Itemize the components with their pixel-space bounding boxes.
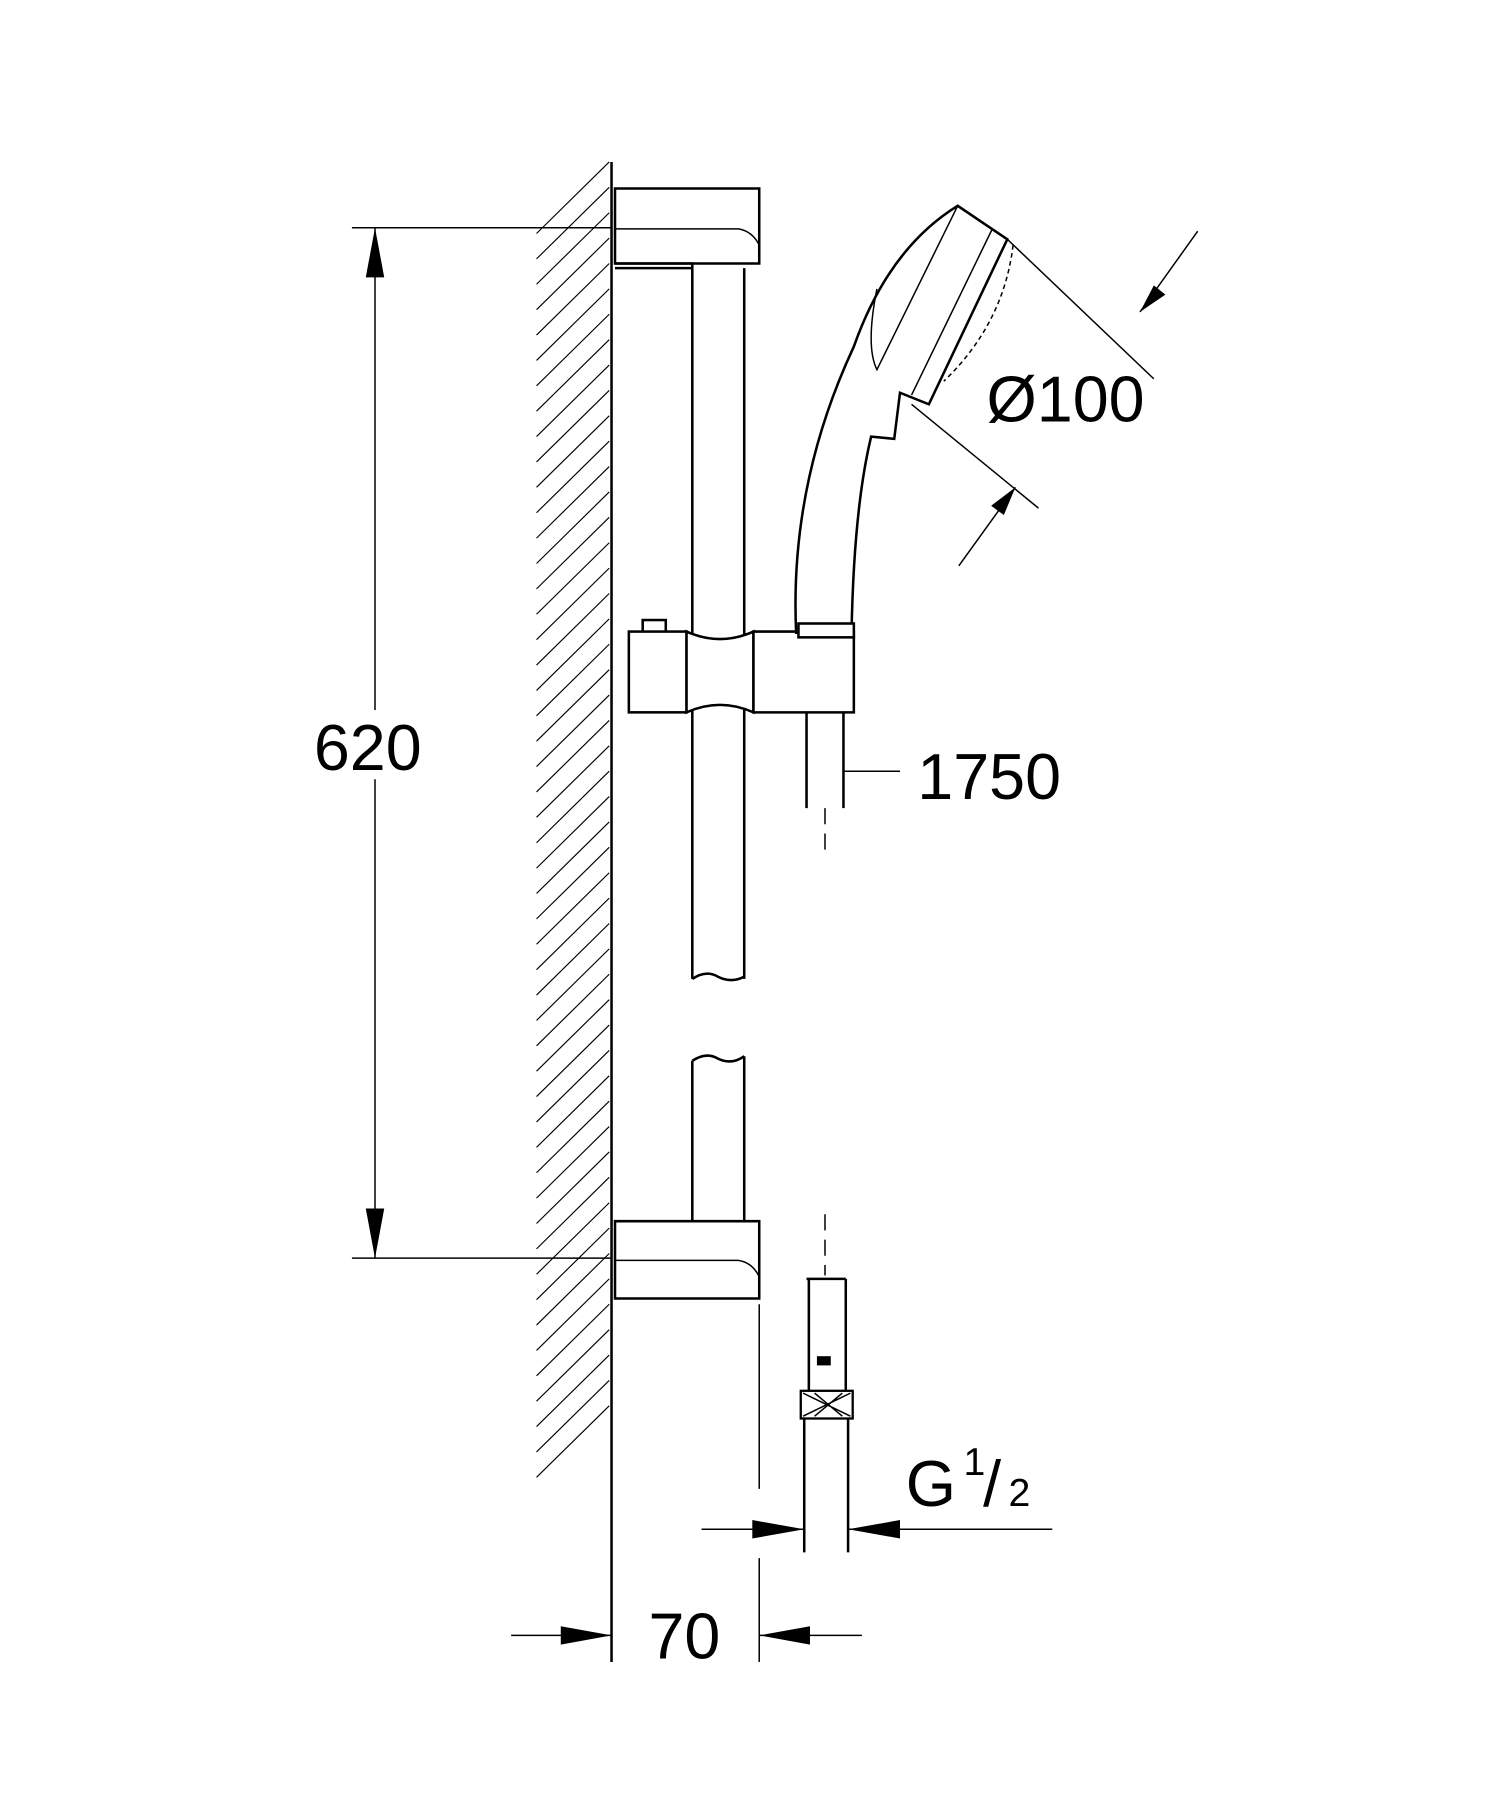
hatch-line [536,846,610,920]
top-wall-bracket [613,187,761,265]
hatch-line [536,1100,610,1174]
hose-upper [805,712,845,855]
hatch-line [536,288,610,361]
hatch-line [536,542,610,615]
hand-shower [794,204,1014,639]
hatch-line [536,694,610,767]
hatch-line [536,593,610,666]
bottom-wall-bracket [613,1219,761,1300]
hatch-line [536,770,610,844]
hatch-line [536,1405,610,1478]
hatch-line [536,1151,610,1224]
hatch-line [536,1380,610,1453]
hatch-line [536,313,610,387]
hatch-line [536,237,610,311]
hatch-line [536,1202,610,1275]
hatch-line [536,415,610,488]
wall-offset-label: 70 [648,1600,720,1672]
hatch-line [536,1354,610,1427]
hatch-line [536,1227,610,1301]
hatch-line [536,948,610,1021]
hatch-line [536,923,610,996]
hose-length-label: 1750 [917,741,1061,813]
head-diameter-dimension [911,230,1199,567]
hatch-line [536,669,610,742]
hatch-line [536,1176,610,1250]
thread-label-denominator: 2 [1008,1471,1030,1515]
hatch-line [536,821,610,894]
hatch-line [536,1126,610,1199]
hatch-line [536,339,610,412]
hatch-line [536,212,610,285]
hatch-line [536,1050,610,1123]
hatch-line [536,720,610,793]
hatch-line [536,999,610,1072]
wall-offset-dimension [511,1304,862,1662]
slide-rail [615,262,746,1224]
hatch-line [536,491,610,564]
hatch-line [536,161,610,234]
hatch-line [536,1253,610,1326]
thread-dimension [701,1520,1053,1539]
rail-slider-holder [627,618,856,715]
head-diameter-label: Ø100 [987,364,1145,436]
thread-label-numerator: 1 [963,1440,985,1484]
hatch-line [536,1278,610,1351]
hatch-line [536,440,610,514]
thread-label-main: G [906,1448,956,1520]
wall-hatching [536,161,610,1478]
rail-length-label: 620 [314,712,422,784]
hatch-line [536,1024,610,1097]
hatch-line [536,643,610,717]
hatch-line [536,364,610,437]
hatch-line [536,466,610,539]
hatch-line [536,186,610,260]
hatch-line [536,1303,610,1377]
thread-label-slash: / [983,1448,1001,1520]
hatch-line [536,390,610,463]
hatch-line [536,263,610,336]
hatch-line [536,745,610,818]
hatch-line [536,796,610,869]
hatch-line [536,1075,610,1148]
hatch-line [536,897,610,971]
hatch-line [536,872,610,945]
hatch-line [536,1329,610,1402]
hatch-line [536,618,610,691]
hatch-line [536,973,610,1047]
hatch-line [536,567,610,641]
hose-connector [799,1214,854,1553]
hatch-line [536,516,610,590]
